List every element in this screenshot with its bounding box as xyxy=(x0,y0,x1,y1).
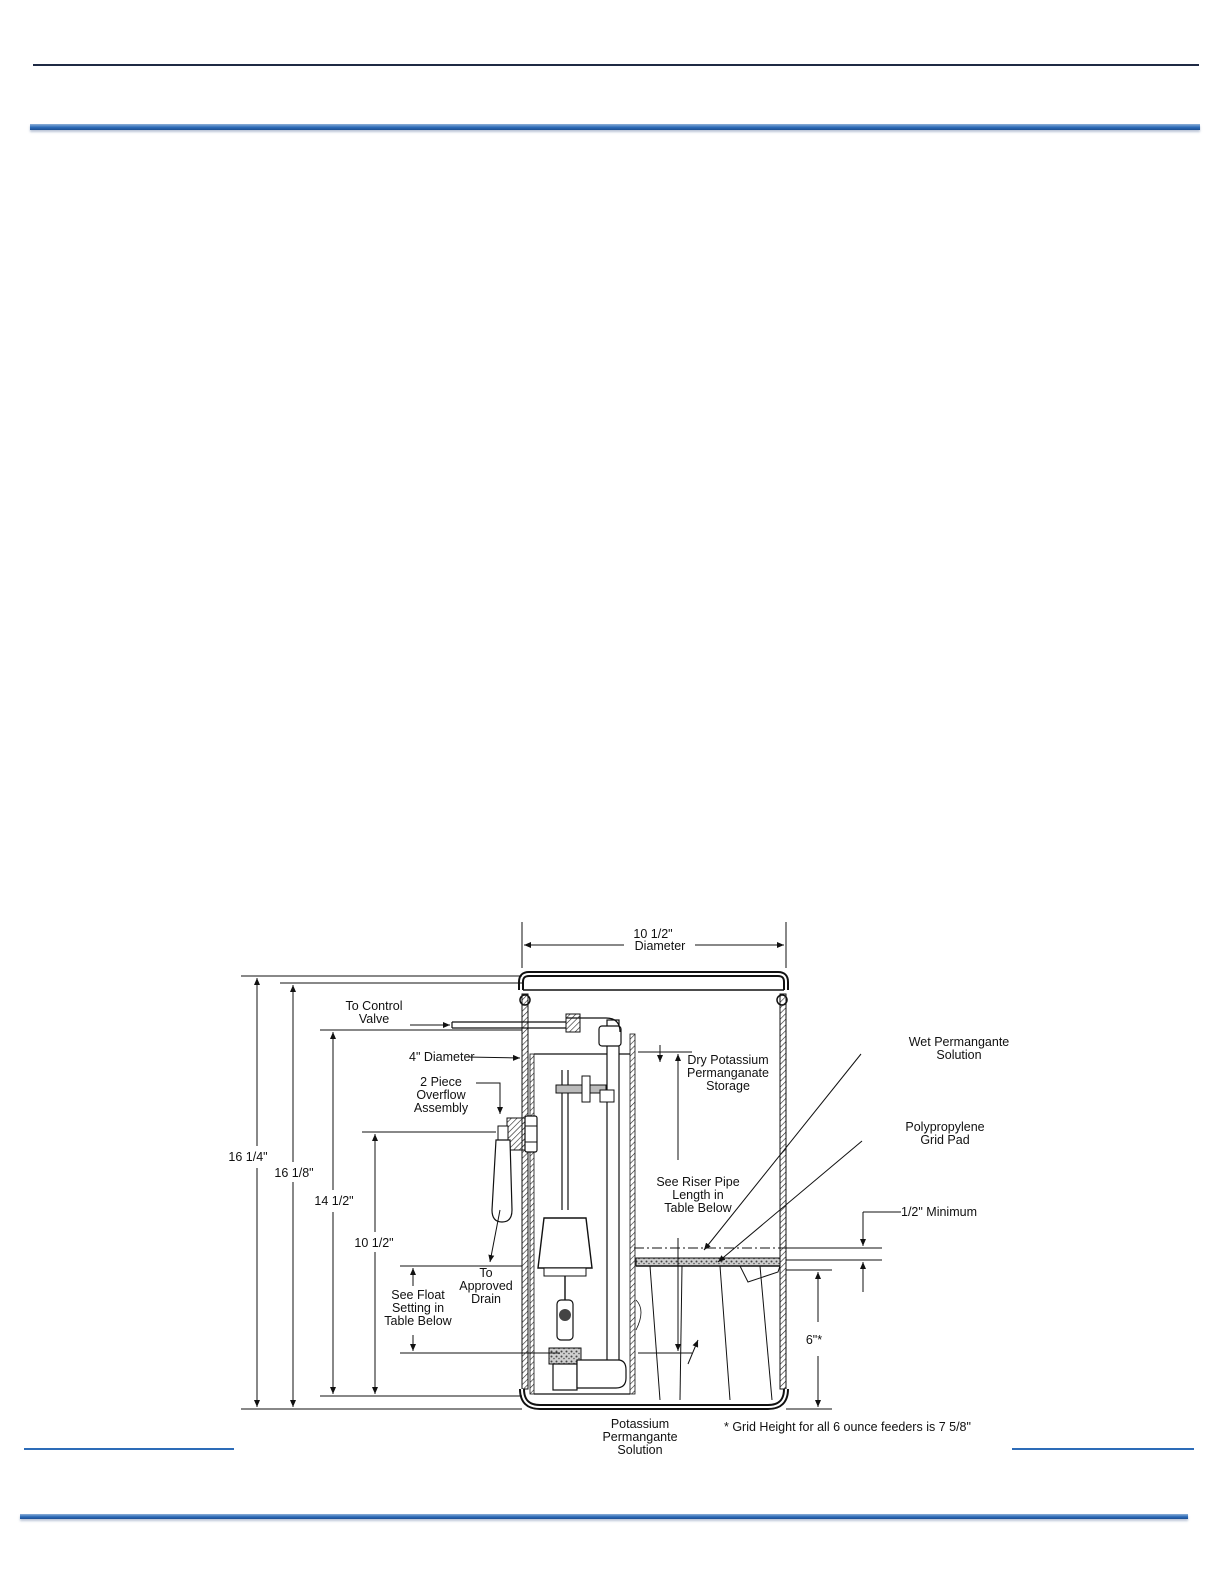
header-rule xyxy=(33,64,1199,66)
label-overflow-2: Overflow xyxy=(416,1088,466,1102)
label-half-minimum: 1/2" Minimum xyxy=(901,1205,977,1219)
label-drain-1: To xyxy=(479,1266,492,1280)
caption-rule-left xyxy=(24,1448,234,1450)
label-control-valve-1: To Control xyxy=(346,999,403,1013)
label-dry-2: Permanganate xyxy=(687,1066,769,1080)
tank-outer-wall xyxy=(518,971,789,1410)
label-overflow-1: 2 Piece xyxy=(420,1075,462,1089)
label-overflow-3: Assembly xyxy=(414,1101,469,1115)
dimension-lines xyxy=(241,922,901,1410)
label-top-diameter: Diameter xyxy=(635,939,686,953)
label-dim-14-1-2: 14 1/2" xyxy=(314,1194,353,1208)
label-dry-1: Dry Potassium xyxy=(687,1053,768,1067)
label-dim-16-1-8: 16 1/8" xyxy=(274,1166,313,1180)
label-drain-2: Approved xyxy=(459,1279,513,1293)
label-top-width: 10 1/2" xyxy=(633,927,672,941)
leader-lines xyxy=(410,1022,863,1365)
header-blue-band xyxy=(30,124,1200,130)
label-riser-2: Length in xyxy=(672,1188,723,1202)
label-solution-2: Permangante xyxy=(602,1430,677,1444)
overflow-assembly xyxy=(491,1115,538,1223)
grid-pad xyxy=(634,1247,882,1401)
label-dim-10-1-2: 10 1/2" xyxy=(354,1236,393,1250)
label-dry-3: Storage xyxy=(706,1079,750,1093)
diagram-labels: 10 1/2" Diameter To Control Valve 4" Dia… xyxy=(228,927,1009,1457)
label-riser-3: Table Below xyxy=(664,1201,732,1215)
footer-blue-band xyxy=(20,1514,1188,1519)
label-control-valve-2: Valve xyxy=(359,1012,389,1026)
brine-well xyxy=(529,1033,636,1395)
label-solution-1: Potassium xyxy=(611,1417,669,1431)
float-assembly xyxy=(537,1070,627,1391)
label-grid-1: Polypropylene xyxy=(905,1120,984,1134)
label-wet-1: Wet Permangante xyxy=(909,1035,1010,1049)
label-float-1: See Float xyxy=(391,1288,445,1302)
label-grid-2: Grid Pad xyxy=(920,1133,969,1147)
label-float-3: Table Below xyxy=(384,1314,452,1328)
label-solution-3: Solution xyxy=(617,1443,662,1457)
label-dim-16-1-4: 16 1/4" xyxy=(228,1150,267,1164)
label-float-2: Setting in xyxy=(392,1301,444,1315)
caption-rule-right xyxy=(1012,1448,1194,1450)
label-wet-2: Solution xyxy=(936,1048,981,1062)
label-drain-3: Drain xyxy=(471,1292,501,1306)
label-four-diameter: 4" Diameter xyxy=(409,1050,475,1064)
label-riser-1: See Riser Pipe xyxy=(656,1175,739,1189)
riser-pipe xyxy=(451,1013,622,1366)
label-six-inch: 6"* xyxy=(806,1333,822,1347)
footnote-grid-height: * Grid Height for all 6 ounce feeders is… xyxy=(724,1420,971,1434)
